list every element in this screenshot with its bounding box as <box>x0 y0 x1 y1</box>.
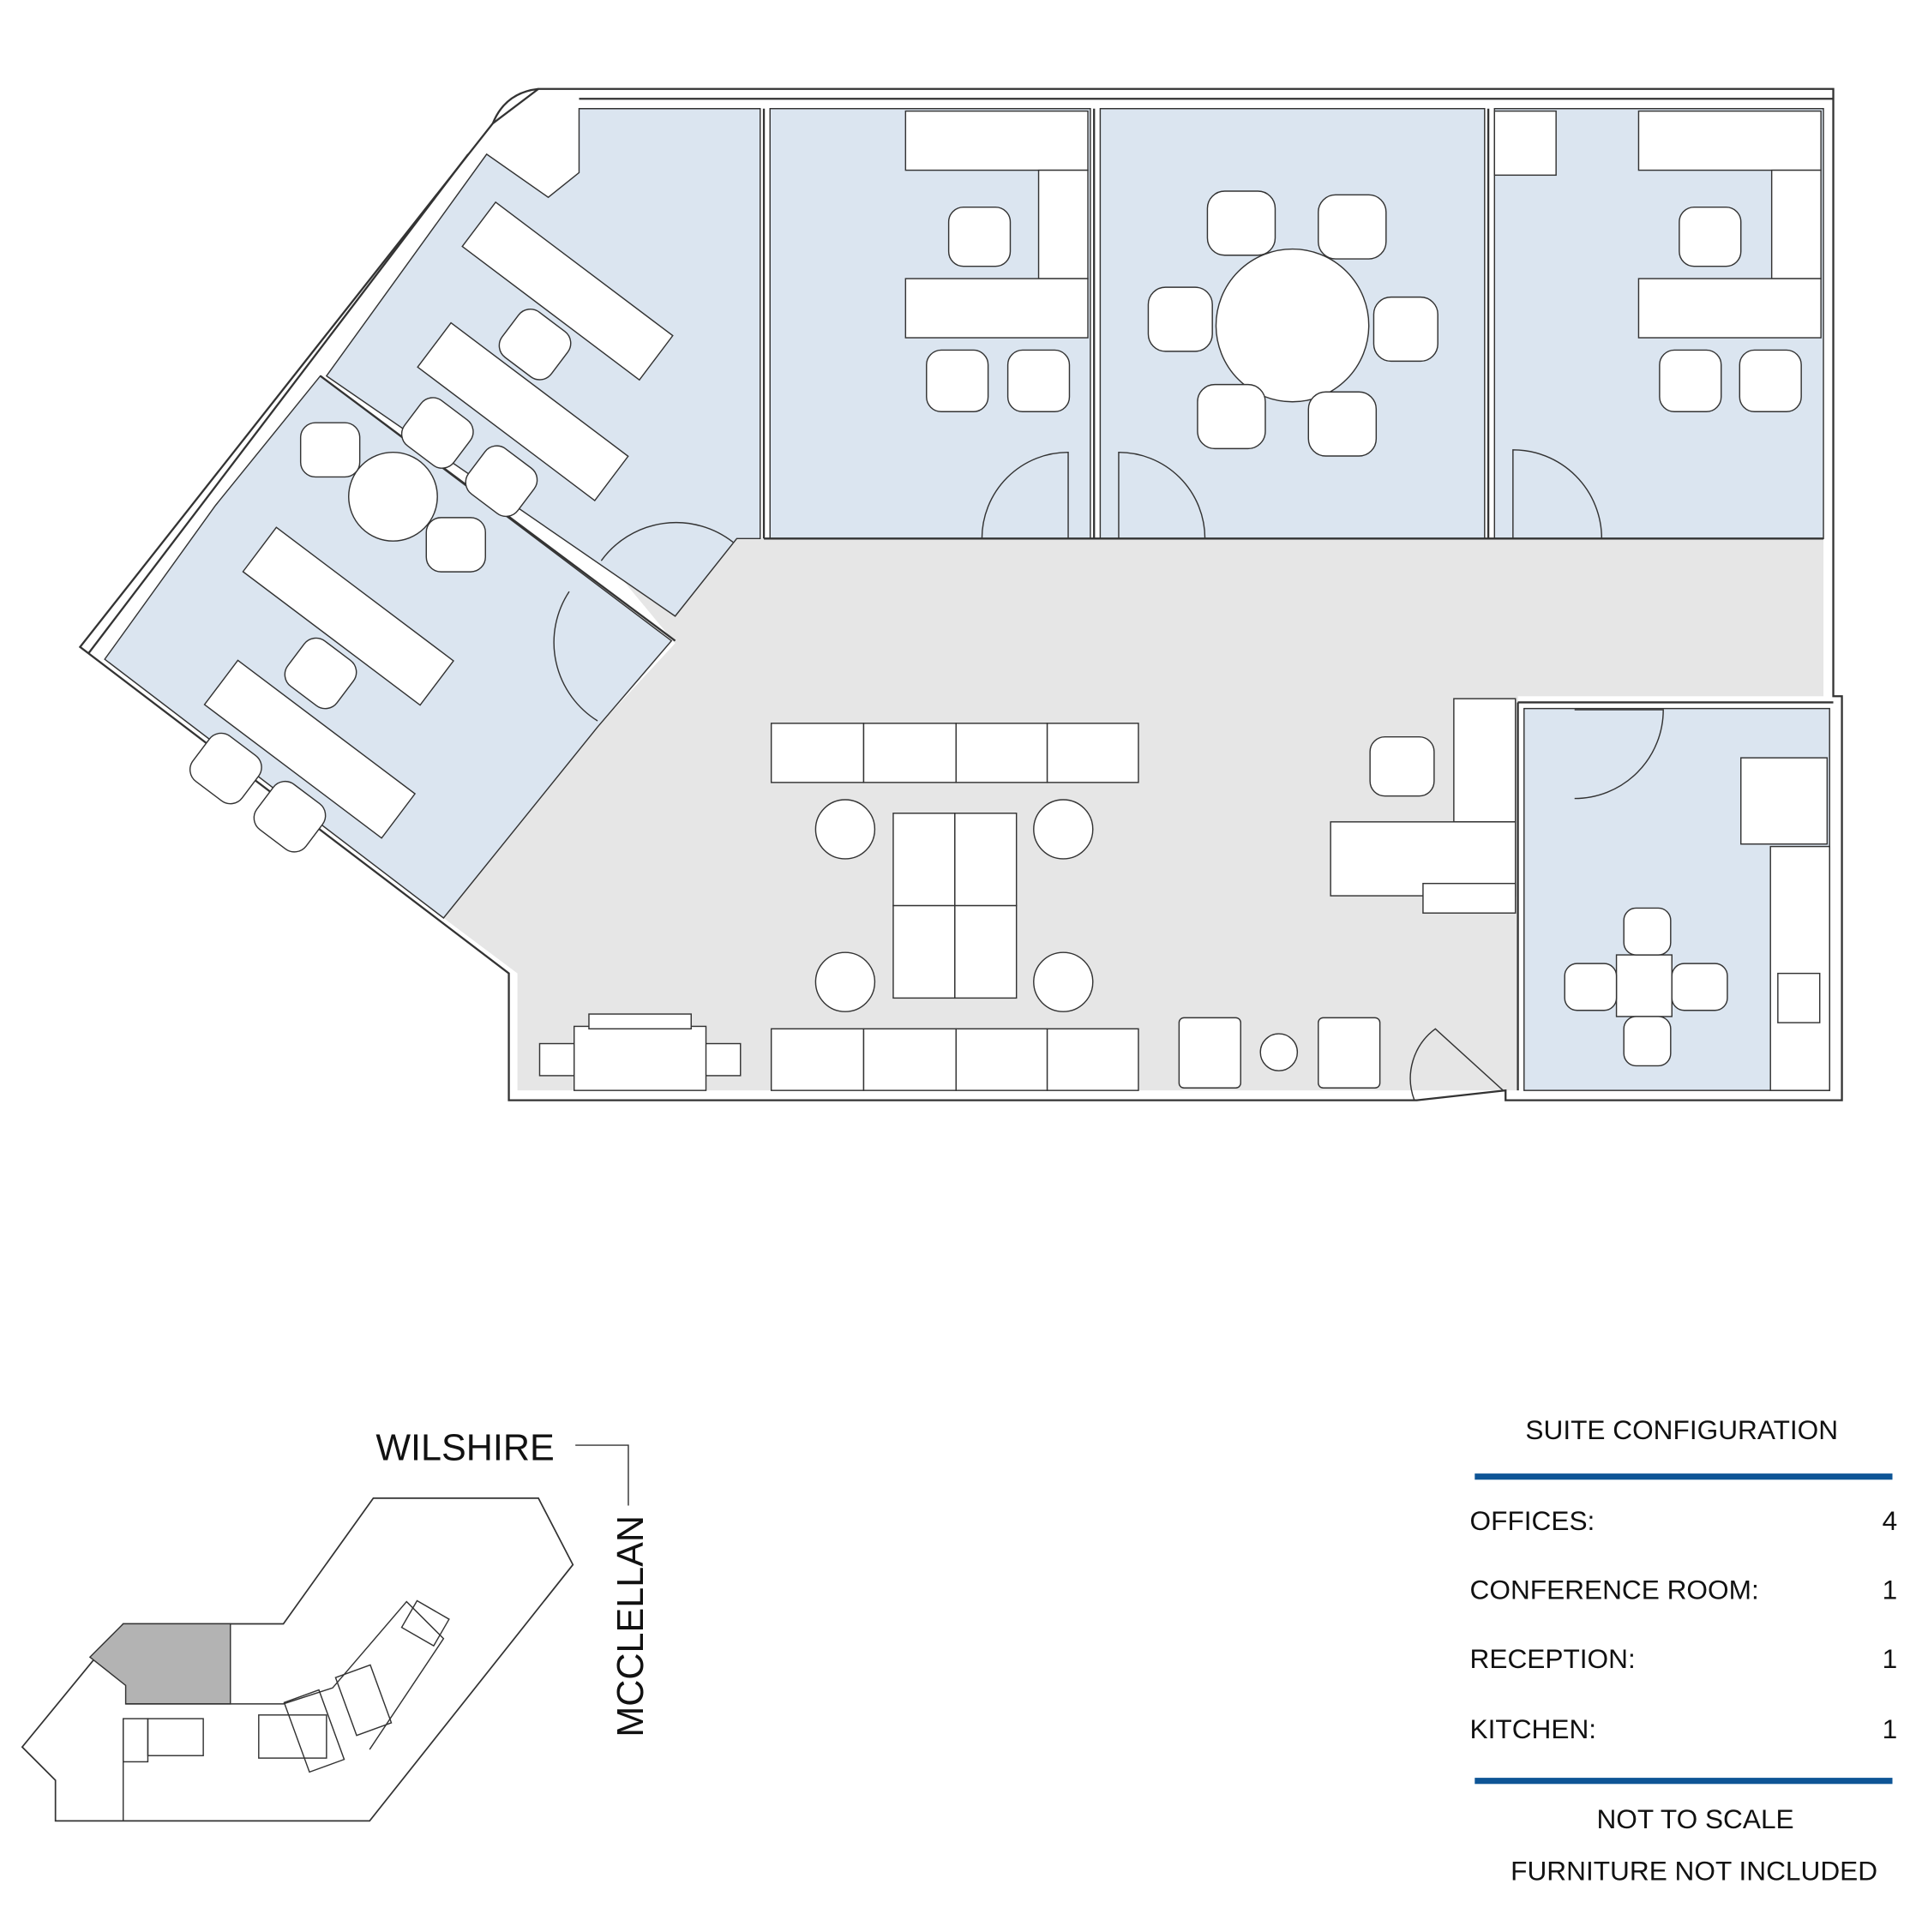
core-corridor <box>125 1600 445 1750</box>
note-scale: NOT TO SCALE <box>1596 1803 1793 1834</box>
door-swing <box>1512 449 1603 539</box>
round-table <box>348 451 438 542</box>
counter <box>1769 845 1830 1091</box>
chair <box>1206 190 1276 256</box>
elevators <box>283 1689 345 1773</box>
chair <box>465 445 538 518</box>
row-value: 1 <box>1883 1575 1898 1605</box>
cabinet <box>1493 110 1557 177</box>
chair <box>498 309 572 381</box>
chair <box>400 397 474 469</box>
door-swing <box>1574 709 1664 800</box>
row-label: CONFERENCE ROOM: <box>1470 1575 1759 1605</box>
chair <box>299 422 361 478</box>
chair <box>425 517 486 573</box>
stair <box>122 1718 149 1763</box>
desk <box>203 659 417 839</box>
chair <box>189 732 262 805</box>
chair <box>253 780 327 853</box>
credenza <box>1770 169 1822 279</box>
chair <box>1671 963 1728 1011</box>
workstation-cluster <box>770 723 1139 1091</box>
credenza <box>1037 169 1089 279</box>
chair <box>1623 1016 1672 1067</box>
elevators <box>334 1664 393 1737</box>
refrigerator <box>1740 757 1829 845</box>
desk <box>417 321 629 501</box>
divider <box>1475 1473 1893 1480</box>
key-plan: WILSHIRE MCCLELLAN <box>21 1427 652 1822</box>
lounge-chair <box>1178 1017 1241 1089</box>
chair <box>1679 206 1742 267</box>
chair <box>284 637 357 710</box>
chair <box>926 349 989 412</box>
door-swing <box>1409 1028 1504 1101</box>
sofa <box>574 1025 707 1091</box>
stair <box>400 1599 450 1647</box>
door-swing <box>600 521 734 561</box>
chair <box>1147 286 1213 352</box>
restrooms <box>258 1714 327 1759</box>
suite-configuration-table: SUITE CONFIGURATION OFFICES: 4 CONFERENC… <box>1470 1414 1898 1887</box>
desk <box>904 278 1089 339</box>
chair <box>1006 349 1071 412</box>
table-title: SUITE CONFIGURATION <box>1525 1414 1838 1445</box>
note-furniture: FURNITURE NOT INCLUDED <box>1511 1855 1877 1886</box>
reception-corridor-area <box>443 517 1824 1091</box>
chair <box>1564 963 1618 1011</box>
desk <box>1637 278 1822 339</box>
street-label-mcclellan: MCCLELLAN <box>610 1515 652 1737</box>
sofa-back <box>588 1013 692 1030</box>
row-value: 1 <box>1883 1643 1898 1674</box>
row-label: OFFICES: <box>1470 1505 1595 1536</box>
door-swing <box>553 591 598 722</box>
kitchen-table <box>1615 954 1673 1017</box>
suite-highlight <box>88 1623 231 1705</box>
suite-floor-plan <box>78 87 1843 1101</box>
street-label-wilshire: WILSHIRE <box>375 1427 554 1468</box>
row-value: 4 <box>1883 1505 1898 1536</box>
row-value: 1 <box>1883 1713 1898 1744</box>
door-swing <box>981 451 1069 539</box>
chair <box>1369 735 1435 797</box>
chair <box>1659 349 1722 412</box>
leader-line <box>575 1444 629 1506</box>
door-swing <box>1118 451 1206 539</box>
credenza <box>904 110 1089 171</box>
window-line-diagonal <box>87 153 470 654</box>
row-label: RECEPTION: <box>1470 1643 1636 1674</box>
chair <box>1372 296 1438 363</box>
chair <box>1739 349 1802 412</box>
credenza <box>461 201 674 381</box>
lounge-chair <box>1318 1017 1381 1089</box>
chair <box>1197 383 1266 450</box>
suite-outer-wall <box>78 87 1843 1101</box>
core-room <box>147 1718 204 1756</box>
conference-table <box>1215 248 1370 403</box>
credenza <box>1637 110 1822 171</box>
reception-desk <box>1453 698 1517 823</box>
curved-corner <box>491 87 539 124</box>
chair <box>947 206 1012 267</box>
side-table <box>1259 1033 1299 1071</box>
sink <box>1777 972 1821 1023</box>
row-label: KITCHEN: <box>1470 1713 1597 1744</box>
divider <box>1475 1778 1893 1785</box>
credenza <box>242 526 454 706</box>
chair <box>1318 194 1387 260</box>
reception-desk <box>1422 882 1517 914</box>
chair <box>1307 391 1378 457</box>
chair <box>1623 907 1672 956</box>
